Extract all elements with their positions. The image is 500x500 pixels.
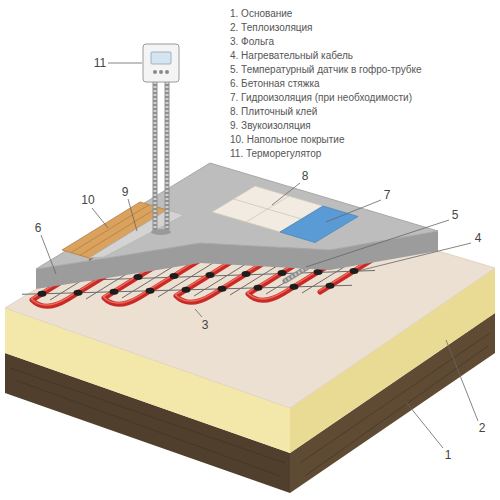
screed-top [36,163,438,269]
legend-list-item: 4. Нагревательный кабель [230,50,353,62]
tile-joints [234,196,302,222]
legend-list-item: 8. Плиточный клей [230,106,317,118]
legend-list-item: 11. Терморегулятор [230,148,321,160]
legend-list-item: 2. Теплоизоляция [230,22,313,34]
waterproofing [280,206,358,243]
legend-list-item: 9. Звукоизоляция [230,120,311,132]
leader-lines [41,63,478,448]
thermostat [143,44,179,82]
sound-insulation [89,210,184,258]
legend-list-item: 6. Бетонная стяжка [230,78,320,90]
floor-layers [5,163,495,493]
callout-number: 2 [477,421,488,435]
conduit-pipes [151,82,171,235]
callout-number: 7 [382,188,393,202]
legend-list-item: 7. Гидроизоляция (при необходимости) [230,92,412,104]
callout-number: 8 [300,169,311,183]
foil-surface [5,183,495,408]
legend-list-item: 3. Фольга [230,36,274,48]
legend-list-item: 1. Основание [230,8,292,20]
callout-number: 5 [450,208,461,222]
legend-list-item: 10. Напольное покрытие [230,134,345,146]
callout-number: 11 [92,56,108,70]
legend-list-item: 5. Температурный датчик в гофро-трубке [230,64,422,76]
callout-number: 10 [79,193,96,207]
callout-number: 3 [200,318,211,332]
callout-number: 6 [33,221,44,235]
callout-number: 9 [120,185,131,199]
callout-number: 4 [473,231,484,245]
callout-number: 1 [443,448,454,462]
